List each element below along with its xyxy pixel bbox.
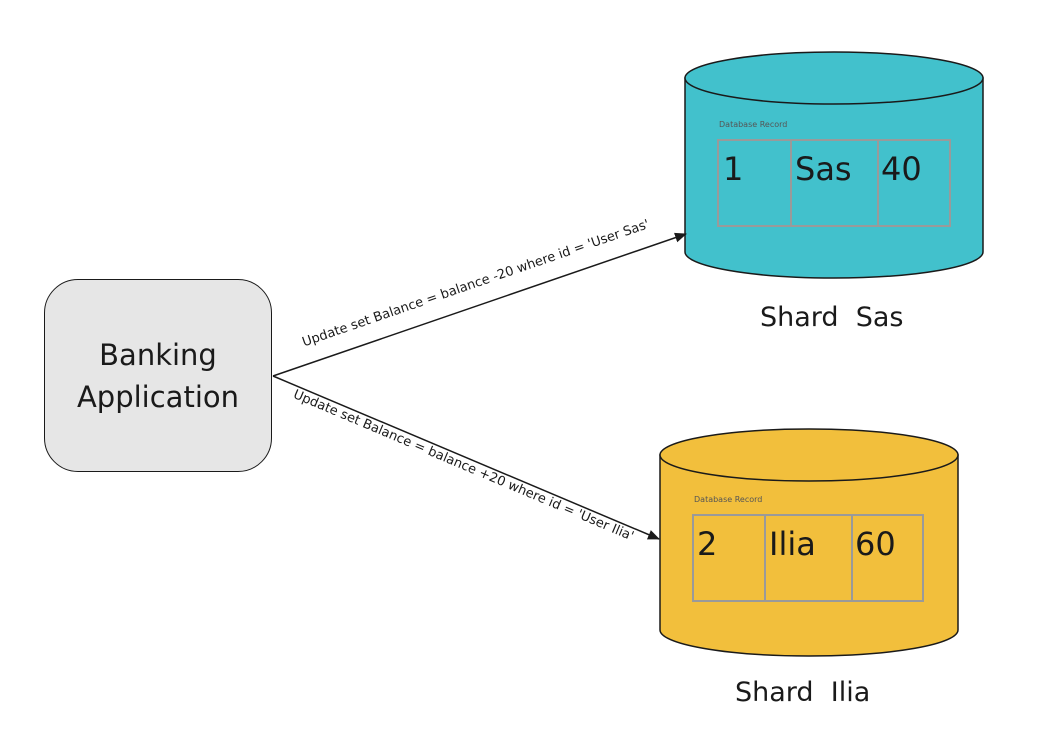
edge-label-ilia: Update set Balance = balance +20 where i…: [291, 387, 636, 544]
shard-ilia-cell-name: Ilia: [769, 525, 816, 563]
shard-sas-record-box: [717, 139, 951, 227]
shard-sas-label: Shard Sas: [760, 302, 904, 333]
shard-sas-cell-balance: 40: [881, 150, 922, 188]
shard-ilia-record-caption: Database Record: [694, 495, 763, 504]
edge-label-sas: Update set Balance = balance -20 where i…: [300, 217, 651, 350]
shard-ilia-label: Shard Ilia: [735, 677, 871, 708]
shard-sas-record-caption: Database Record: [719, 120, 788, 129]
banking-application-label: Banking Application: [76, 337, 240, 414]
shard-ilia-cell-id: 2: [697, 525, 718, 563]
banking-application-node: Banking Application: [44, 279, 272, 472]
arrow-to-shard-sas: [272, 232, 687, 377]
shard-sas-cell-id: 1: [723, 150, 744, 188]
arrow-to-shard-ilia: [272, 375, 660, 540]
shard-ilia-cell-balance: 60: [855, 525, 896, 563]
shard-sas-cell-name: Sas: [795, 150, 852, 188]
shard-sas-cylinder: [684, 51, 984, 279]
shard-ilia-record-box: [692, 514, 924, 602]
shard-ilia-cylinder: [659, 428, 959, 657]
